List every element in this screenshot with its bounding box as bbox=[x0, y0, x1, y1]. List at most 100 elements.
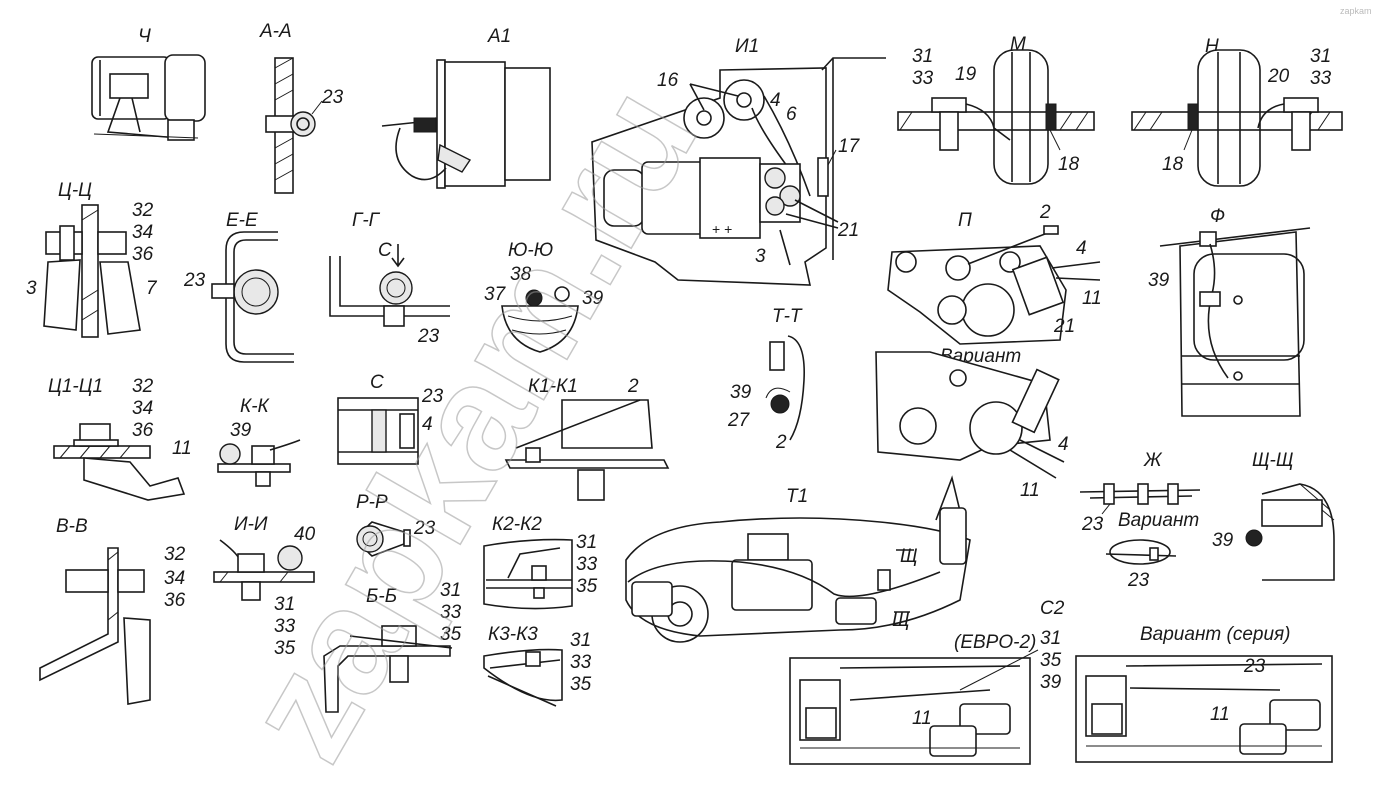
view-n: Н 18 20 31 33 bbox=[1131, 36, 1343, 187]
title-kk: К-К bbox=[240, 396, 271, 417]
title-euro2: (ЕВРО-2) bbox=[954, 632, 1036, 653]
view-zh: Ж 23 Вариант 23 bbox=[1079, 450, 1201, 591]
label-p-21: 21 bbox=[1053, 316, 1075, 337]
title-ii: И-И bbox=[234, 514, 268, 535]
title-s: С bbox=[370, 372, 384, 393]
label-ts1-36: 36 bbox=[132, 420, 154, 441]
title-variant-series: Вариант (серия) bbox=[1140, 624, 1291, 645]
view-t1: Т1 Щ Щ bbox=[625, 475, 971, 643]
title-shch-mark2: Щ bbox=[892, 610, 910, 631]
title-ee: Е-Е bbox=[226, 210, 258, 231]
label-vv-34: 34 bbox=[164, 568, 185, 589]
label-kk-39: 39 bbox=[230, 420, 252, 441]
label-vv-32: 32 bbox=[164, 544, 186, 565]
label-ts1-11: 11 bbox=[172, 438, 192, 459]
label-tsts-7: 7 bbox=[146, 278, 158, 299]
view-bb: Б-Б 31 33 35 bbox=[323, 580, 462, 713]
label-s2-35: 35 bbox=[1040, 650, 1062, 671]
view-vv: В-В 32 34 36 bbox=[39, 516, 186, 705]
label-s2-31: 31 bbox=[1040, 628, 1061, 649]
label-ts1-34: 34 bbox=[132, 398, 153, 419]
label-gg-23: 23 bbox=[417, 326, 440, 347]
label-vv-36: 36 bbox=[164, 590, 186, 611]
label-vs-11: 11 bbox=[1210, 704, 1230, 725]
view-s2: С2 (ЕВРО-2) 31 35 39 11 bbox=[789, 598, 1065, 765]
label-zh-23b: 23 bbox=[1127, 570, 1150, 591]
label-n-18: 18 bbox=[1162, 154, 1184, 175]
label-k1-2: 2 bbox=[627, 376, 639, 397]
title-bb: Б-Б bbox=[366, 586, 397, 607]
label-f-39: 39 bbox=[1148, 270, 1170, 291]
label-tsts-32: 32 bbox=[132, 200, 154, 221]
label-p-2: 2 bbox=[1039, 202, 1051, 223]
title-shch-mark1: Щ bbox=[900, 546, 918, 567]
label-rr-23: 23 bbox=[413, 518, 436, 539]
label-aa-23: 23 bbox=[321, 87, 344, 108]
label-ii-40: 40 bbox=[294, 524, 316, 545]
label-i1-6: 6 bbox=[786, 104, 797, 125]
label-m-18: 18 bbox=[1058, 154, 1080, 175]
title-vv: В-В bbox=[56, 516, 88, 537]
watermark-corner: zapkam bbox=[1340, 6, 1372, 16]
title-yuyu: Ю-Ю bbox=[508, 240, 553, 261]
view-k3k3: К3-К3 31 33 35 bbox=[483, 624, 592, 707]
label-i1-17: 17 bbox=[838, 136, 861, 157]
label-bb-33: 33 bbox=[440, 602, 462, 623]
view-m: М 31 33 19 18 bbox=[897, 34, 1095, 185]
label-n-31: 31 bbox=[1310, 46, 1331, 67]
label-s-23: 23 bbox=[421, 386, 444, 407]
label-ts1-32: 32 bbox=[132, 376, 154, 397]
label-vs-23: 23 bbox=[1243, 656, 1266, 677]
label-k3-31: 31 bbox=[570, 630, 591, 651]
title-zh: Ж bbox=[1143, 450, 1163, 471]
label-m-19: 19 bbox=[955, 64, 977, 85]
view-s: С 23 4 bbox=[337, 372, 444, 465]
label-k3-33: 33 bbox=[570, 652, 592, 673]
label-i1-4: 4 bbox=[770, 90, 781, 111]
title-s2: С2 bbox=[1040, 598, 1065, 619]
view-aa: А-А 23 bbox=[259, 21, 344, 194]
label-s2-11: 11 bbox=[912, 708, 932, 729]
view-variant1: Вариант 4 11 bbox=[875, 346, 1069, 501]
label-yuyu-38: 38 bbox=[510, 264, 532, 285]
title-s-arrow: С bbox=[378, 240, 392, 261]
view-a1: А1 bbox=[381, 26, 551, 189]
title-rr: Р-Р bbox=[356, 492, 388, 513]
label-s2-39: 39 bbox=[1040, 672, 1062, 693]
title-i1: И1 bbox=[735, 36, 759, 57]
svg-text:+ +: + + bbox=[712, 221, 732, 237]
label-k2-31: 31 bbox=[576, 532, 597, 553]
view-shchshch: Щ-Щ 39 bbox=[1212, 450, 1335, 581]
title-tt: Т-Т bbox=[772, 306, 803, 327]
view-variant-series: Вариант (серия) 23 11 bbox=[1075, 624, 1333, 763]
title-f: Ф bbox=[1210, 206, 1225, 227]
label-tsts-3: 3 bbox=[26, 278, 37, 299]
view-gg: Г-Г С 23 bbox=[329, 210, 450, 347]
title-variant2: Вариант bbox=[1118, 510, 1199, 531]
label-p-4: 4 bbox=[1076, 238, 1087, 259]
label-tt-27: 27 bbox=[727, 410, 751, 431]
title-tsts: Ц-Ц bbox=[58, 180, 92, 201]
view-ii: И-И 40 31 33 35 bbox=[213, 514, 316, 659]
view-k1k1: К1-К1 2 bbox=[504, 376, 670, 501]
label-i1-21: 21 bbox=[837, 220, 859, 241]
title-ts1ts1: Ц1-Ц1 bbox=[48, 376, 103, 397]
label-yuyu-37: 37 bbox=[484, 284, 507, 305]
label-zh-23a: 23 bbox=[1081, 514, 1104, 535]
title-shchshch: Щ-Щ bbox=[1252, 450, 1293, 471]
view-rr: Р-Р 23 bbox=[356, 492, 436, 557]
label-ii-33: 33 bbox=[274, 616, 296, 637]
label-bb-35: 35 bbox=[440, 624, 462, 645]
label-tt-39: 39 bbox=[730, 382, 752, 403]
view-kk: К-К 39 bbox=[217, 396, 301, 487]
label-i1-3: 3 bbox=[755, 246, 766, 267]
title-p: П bbox=[958, 210, 972, 231]
label-k3-35: 35 bbox=[570, 674, 592, 695]
label-i1-16: 16 bbox=[657, 70, 679, 91]
label-var-4: 4 bbox=[1058, 434, 1069, 455]
label-bb-31: 31 bbox=[440, 580, 461, 601]
title-a1: А1 bbox=[487, 26, 511, 47]
label-tsts-36: 36 bbox=[132, 244, 154, 265]
view-ee: Е-Е 23 bbox=[183, 210, 294, 363]
